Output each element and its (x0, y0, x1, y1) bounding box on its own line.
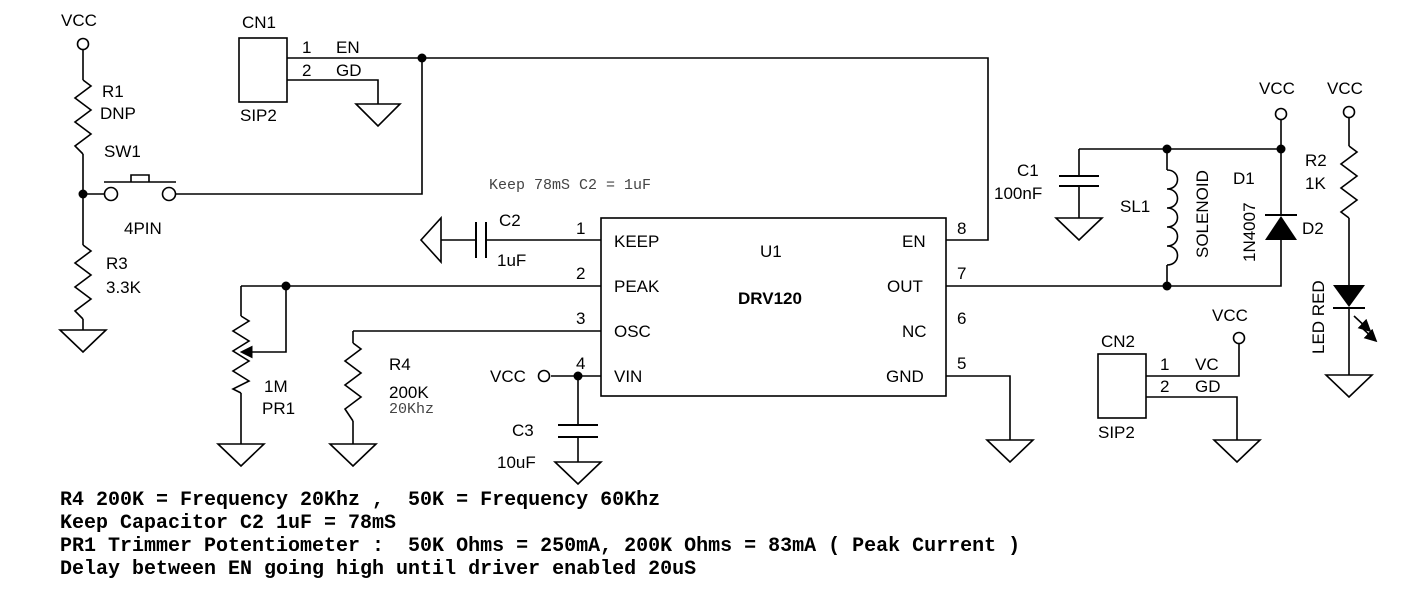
r4-value: 200K (389, 383, 429, 402)
cn1-gd: GD (336, 61, 362, 80)
c2-value: 1uF (497, 251, 526, 270)
led-label: LED RED (1309, 280, 1328, 354)
sl1-symbol (1166, 169, 1179, 266)
r3-value: 3.3K (106, 278, 142, 297)
sw1-type: 4PIN (124, 219, 162, 238)
pin3-number: 3 (576, 309, 585, 328)
c3-value: 10uF (497, 453, 536, 472)
junctions (78, 53, 1286, 381)
cn2-body (1097, 353, 1147, 419)
note-line: R4 200K = Frequency 20Khz , 50K = Freque… (60, 489, 661, 512)
sl1-label: SL1 (1120, 197, 1150, 216)
d1-vcc-label: VCC (1259, 79, 1295, 98)
pr1-label: PR1 (262, 399, 295, 418)
cn2-pin2: 2 (1160, 377, 1169, 396)
r4-label: R4 (389, 355, 411, 374)
u1-body (600, 217, 947, 397)
r2-label: R2 (1305, 151, 1327, 170)
vin-vcc-label: VCC (490, 367, 526, 386)
pin-nc: NC (902, 322, 927, 341)
pr1-value: 1M (264, 377, 288, 396)
c2-symbol (475, 222, 487, 258)
r4-symbol (343, 342, 363, 422)
note-line: Keep Capacitor C2 1uF = 78mS (60, 512, 397, 535)
note-line: PR1 Trimmer Potentiometer : 50K Ohms = 2… (60, 535, 1021, 558)
cn2-gd: GD (1195, 377, 1221, 396)
ground-symbols (58, 103, 1374, 486)
design-notes: R4 200K = Frequency 20Khz , 50K = Freque… (60, 489, 1020, 581)
pin-out: OUT (887, 277, 923, 296)
d1-symbol (1265, 214, 1297, 240)
vcc-label: VCC (61, 11, 97, 30)
pin7-number: 7 (957, 264, 966, 283)
pr1-symbol (231, 315, 251, 394)
pin-gnd: GND (886, 367, 924, 386)
pin-en: EN (902, 232, 926, 251)
cn2-vcc-label: VCC (1212, 306, 1248, 325)
pin-keep: KEEP (614, 232, 659, 251)
r1-symbol (73, 79, 93, 155)
c1-label: C1 (1017, 161, 1039, 180)
vcc-symbols (76, 37, 1356, 383)
pin1-number: 1 (576, 219, 585, 238)
cn2-type: SIP2 (1098, 423, 1135, 442)
sw1-symbol (103, 174, 177, 202)
c1-symbol (1059, 175, 1099, 187)
pin4-number: 4 (576, 354, 585, 373)
d1-label: D1 (1233, 169, 1255, 188)
r4-frequency: 20Khz (389, 401, 434, 418)
r1-value: DNP (100, 104, 136, 123)
cn2-vc: VC (1195, 355, 1219, 374)
cn1-type: SIP2 (240, 106, 277, 125)
cn1-body (238, 37, 288, 103)
cn1-pin2: 2 (302, 61, 311, 80)
pin-vin: VIN (614, 367, 642, 386)
pin-peak: PEAK (614, 277, 660, 296)
r3-label: R3 (106, 254, 128, 273)
c1-value: 100nF (994, 184, 1042, 203)
c2-label: C2 (499, 211, 521, 230)
labels: VCC R1 DNP SW1 4PIN R3 3.3K CN1 1 EN 2 G… (61, 11, 1363, 472)
led-vcc-label: VCC (1327, 79, 1363, 98)
d2-label: D2 (1302, 219, 1324, 238)
pin2-number: 2 (576, 264, 585, 283)
c3-label: C3 (512, 421, 534, 440)
sw1-label: SW1 (104, 142, 141, 161)
pin6-number: 6 (957, 309, 966, 328)
note-line: Delay between EN going high until driver… (60, 558, 697, 581)
r2-value: 1K (1305, 174, 1326, 193)
u1-label: U1 (760, 242, 782, 261)
resistors (73, 79, 1359, 422)
cn1-en: EN (336, 38, 360, 57)
led-symbol (1333, 285, 1378, 343)
d1-part: 1N4007 (1240, 202, 1259, 262)
r3-symbol (73, 244, 93, 320)
pin8-number: 8 (957, 219, 966, 238)
capacitors (475, 175, 1099, 438)
cn1-label: CN1 (242, 13, 276, 32)
keep-note: Keep 78mS C2 = 1uF (489, 177, 651, 194)
cn2-pin1: 1 (1160, 355, 1169, 374)
r2-symbol (1339, 145, 1359, 219)
cn2-label: CN2 (1101, 332, 1135, 351)
pin-osc: OSC (614, 322, 651, 341)
c3-symbol (558, 424, 598, 438)
cn1-pin1: 1 (302, 38, 311, 57)
r1-label: R1 (102, 82, 124, 101)
solenoid-label: SOLENOID (1193, 170, 1212, 258)
u1-part: DRV120 (738, 289, 802, 308)
pin5-number: 5 (957, 354, 966, 373)
wires (82, 50, 1350, 462)
